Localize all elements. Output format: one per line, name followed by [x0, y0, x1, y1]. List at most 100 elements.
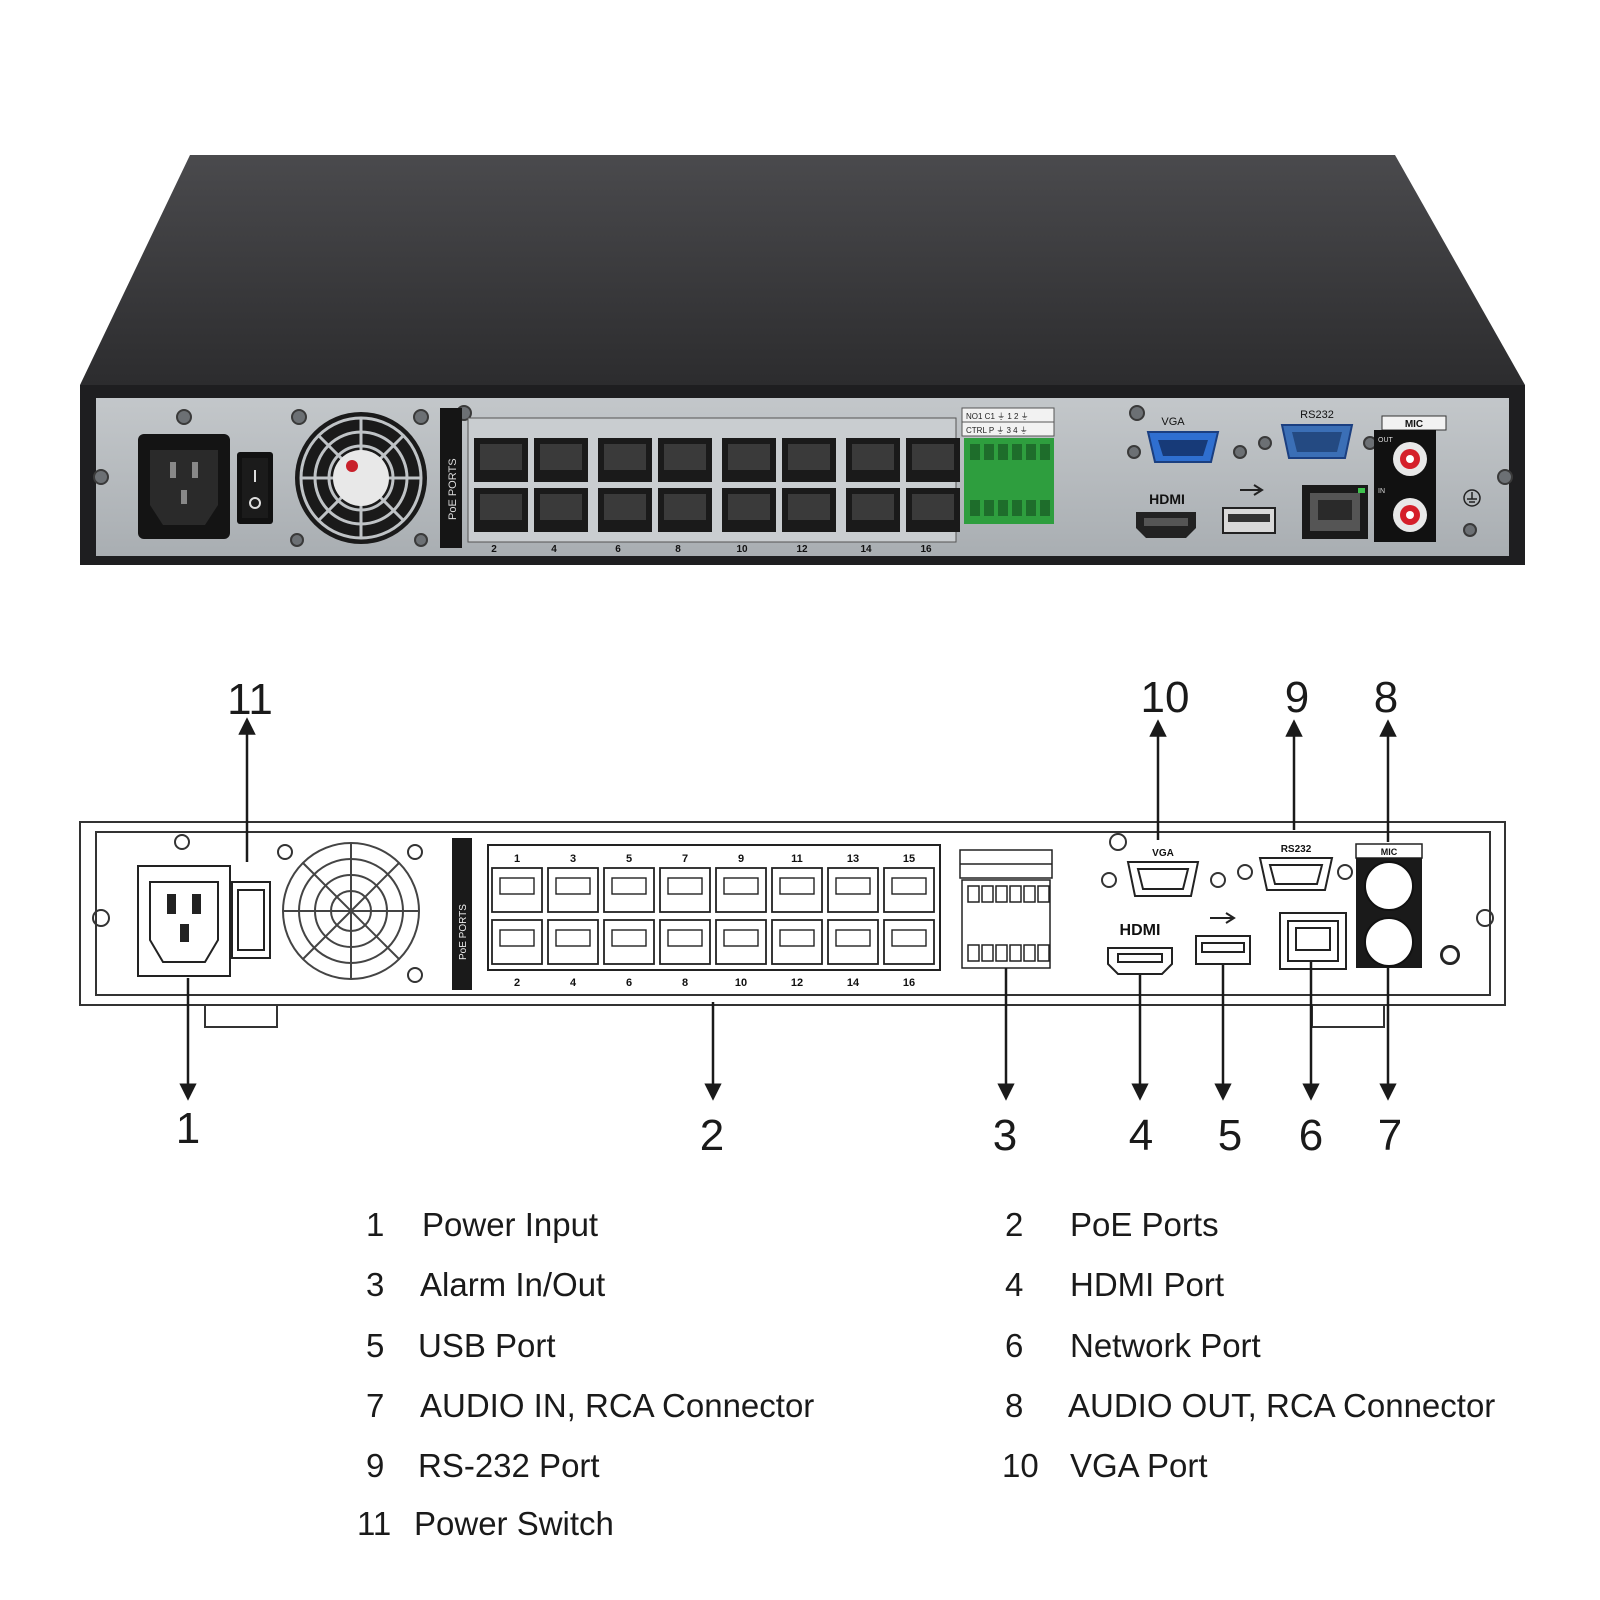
rj45-port-inner — [728, 444, 770, 470]
callout-6: 6 — [1299, 1111, 1323, 1160]
rj45-port-inner — [499, 877, 535, 895]
legend-label: USB Port — [418, 1327, 556, 1364]
callout-arrows — [179, 717, 1397, 1101]
rj45-port-inner — [540, 494, 582, 520]
ground-icon-drawing — [1440, 945, 1460, 965]
hdmi-label-photo: HDMI — [1149, 491, 1185, 507]
legend-label: Power Switch — [414, 1505, 614, 1542]
rj45-port-inner — [604, 494, 646, 520]
poe-port-number: 6 — [615, 544, 621, 555]
rj45-port-inner — [540, 444, 582, 470]
poe-port-number: 2 — [514, 977, 520, 989]
power-input-drawing — [137, 865, 231, 977]
poe-port-number: 12 — [796, 544, 808, 555]
callout-9: 9 — [1285, 673, 1309, 722]
network-port-photo — [1302, 485, 1368, 539]
rj45-port — [771, 867, 823, 913]
network-port-drawing — [1279, 912, 1347, 970]
legend-label: HDMI Port — [1070, 1266, 1225, 1303]
legend-num: 4 — [1005, 1266, 1024, 1303]
alarm-terminal-photo: NO1 C1 ⏚ 1 2 ⏚ CTRL P ⏚ 3 4 ⏚ — [961, 407, 1055, 524]
power-switch-photo — [237, 452, 273, 524]
rj45-port-inner — [723, 877, 759, 895]
legend-label: PoE Ports — [1070, 1206, 1219, 1243]
rj45-port-inner — [723, 929, 759, 947]
rj45-port-inner — [555, 877, 591, 895]
poe-port-number: 15 — [903, 853, 915, 865]
callout-10: 10 — [1141, 673, 1190, 722]
rj45-port-inner — [835, 929, 871, 947]
rj45-port-inner — [852, 444, 894, 470]
legend-label: Alarm In/Out — [420, 1266, 606, 1303]
rj45-port — [547, 867, 599, 913]
legend-label: Power Input — [422, 1206, 599, 1243]
legend-num: 11 — [357, 1505, 392, 1542]
rj45-port-inner — [664, 444, 706, 470]
rj45-port — [827, 867, 879, 913]
rj45-port-inner — [555, 929, 591, 947]
poe-port-number: 7 — [682, 853, 688, 865]
screws — [93, 405, 1513, 547]
hdmi-port-drawing — [1107, 947, 1173, 975]
poe-port-number: 14 — [847, 977, 860, 989]
rj45-port — [659, 867, 711, 913]
rs232-label-drawing: RS232 — [1281, 844, 1312, 855]
rj45-port-inner — [779, 929, 815, 947]
rj45-port-inner — [667, 877, 703, 895]
callout-3: 3 — [993, 1111, 1017, 1160]
rj45-port — [715, 919, 767, 965]
poe-port-number: 1 — [514, 853, 520, 865]
hdmi-port-photo — [1136, 512, 1196, 538]
poe-port-number: 8 — [682, 977, 688, 989]
poe-port-number: 13 — [847, 853, 859, 865]
rj45-port — [771, 919, 823, 965]
legend-num: 9 — [366, 1447, 385, 1484]
rs232-port-photo — [1280, 424, 1354, 459]
legend-label: VGA Port — [1070, 1447, 1208, 1484]
poe-port-number: 4 — [570, 977, 577, 989]
rj45-port-inner — [891, 929, 927, 947]
callout-8: 8 — [1374, 673, 1398, 722]
rj45-port-inner — [891, 877, 927, 895]
rj45-port-inner — [728, 494, 770, 520]
rj45-port-inner — [912, 444, 954, 470]
poe-port-number: 3 — [570, 853, 576, 865]
poe-port-number: 14 — [860, 544, 872, 555]
rj45-port-inner — [604, 444, 646, 470]
power-input-photo — [138, 434, 230, 539]
out-label-photo: OUT — [1378, 437, 1394, 444]
poe-block-drawing — [487, 844, 941, 971]
poe-strip-photo — [440, 408, 462, 548]
rj45-port — [491, 919, 543, 965]
poe-port-number: 10 — [735, 977, 747, 989]
legend-num: 8 — [1005, 1387, 1024, 1424]
rj45-port-inner — [852, 494, 894, 520]
rj45-port — [659, 919, 711, 965]
vga-label-drawing: VGA — [1152, 848, 1174, 859]
legend-num: 5 — [366, 1327, 385, 1364]
callout-11: 11 — [227, 675, 273, 724]
callout-2: 2 — [700, 1111, 724, 1160]
rj45-port — [603, 867, 655, 913]
in-label-photo: IN — [1378, 488, 1385, 495]
poe-ports-drawing — [487, 844, 941, 971]
ground-icon-photo — [1463, 489, 1481, 507]
poe-port-number: 9 — [738, 853, 744, 865]
hdmi-label-drawing: HDMI — [1120, 922, 1161, 939]
poe-port-number: 11 — [791, 853, 803, 865]
poe-ports-photo — [467, 417, 960, 543]
rj45-port — [603, 919, 655, 965]
poe-port-number: 12 — [791, 977, 803, 989]
rs232-label-photo: RS232 — [1300, 409, 1334, 421]
legend-label: AUDIO OUT, RCA Connector — [1068, 1387, 1496, 1424]
poe-port-number: 6 — [626, 977, 632, 989]
rj45-port-inner — [611, 929, 647, 947]
vga-port-drawing — [1126, 861, 1200, 897]
legend-label: RS-232 Port — [418, 1447, 600, 1484]
fan-drawing — [282, 842, 420, 980]
rj45-port-inner — [480, 494, 522, 520]
